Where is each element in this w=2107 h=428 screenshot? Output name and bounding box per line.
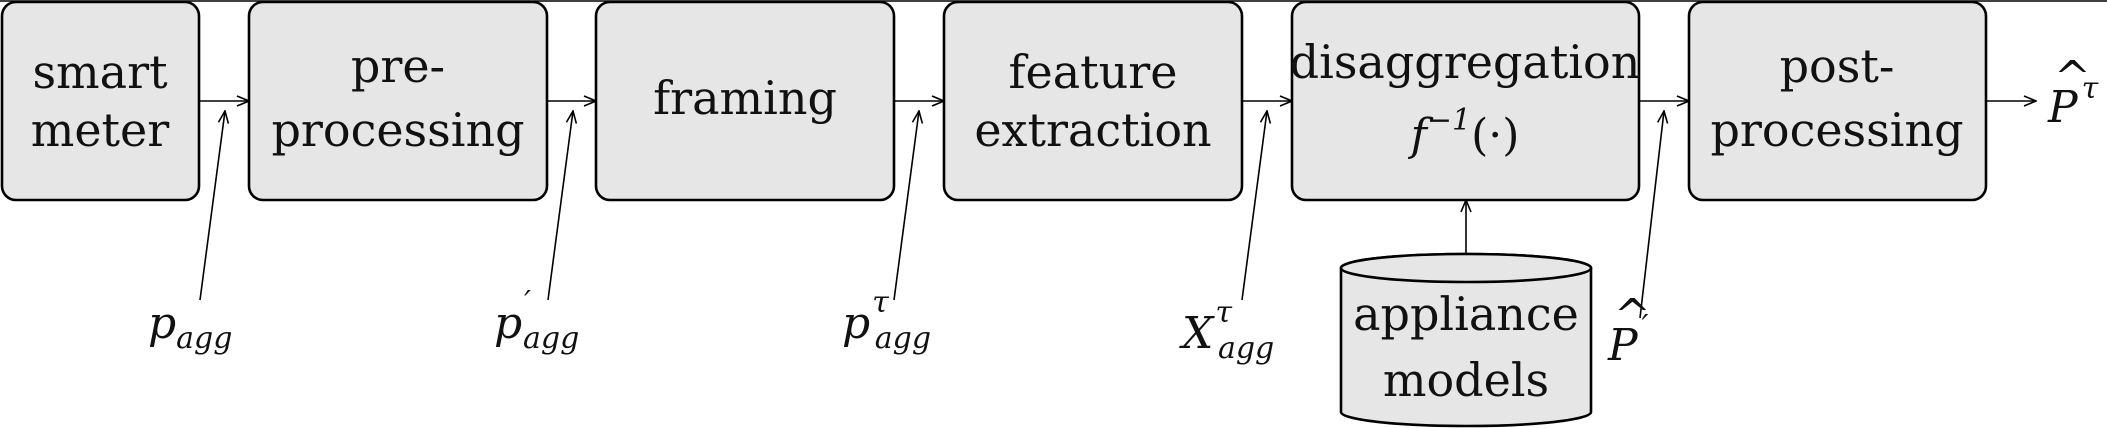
- disaggregation-line1: disaggregation: [1290, 35, 1641, 89]
- appliance-models-line2: models: [1383, 353, 1549, 407]
- svg-text:P′: P′: [1607, 309, 1649, 371]
- smart-meter-line1: smart: [32, 45, 168, 99]
- disaggregation-function: f−1(·): [1408, 103, 1520, 161]
- feature-extraction-line2: extraction: [974, 103, 1211, 157]
- label-p-agg-prime: p′agg: [494, 285, 579, 356]
- label-p-hat-prime: P′ ^: [1607, 290, 1651, 371]
- pointer-p-agg: [199, 111, 225, 301]
- pointer-x-agg-tau: [1241, 111, 1267, 301]
- appliance-models-database: appliance models: [1339, 252, 1593, 428]
- svg-text:^: ^: [2054, 52, 2091, 103]
- smart-meter-line2: meter: [31, 103, 170, 157]
- block-postprocessing: post- processing: [1687, 0, 1988, 202]
- postprocessing-line1: post-: [1780, 39, 1895, 93]
- feature-extraction-line1: feature: [1009, 45, 1178, 99]
- preprocessing-line1: pre-: [351, 39, 445, 93]
- block-framing: framing: [594, 0, 896, 202]
- appliance-models-line1: appliance: [1353, 287, 1579, 341]
- label-p-agg: pagg: [148, 298, 232, 356]
- block-smart-meter: smart meter: [0, 0, 201, 202]
- postprocessing-line2: processing: [1710, 103, 1963, 157]
- framing-label: framing: [653, 71, 837, 125]
- block-preprocessing: pre- processing: [247, 0, 549, 202]
- preprocessing-line2: processing: [271, 103, 524, 157]
- block-disaggregation: disaggregation f−1(·): [1290, 0, 1641, 202]
- pointer-p-hat-prime: [1639, 111, 1664, 319]
- svg-text:^: ^: [1614, 290, 1651, 341]
- block-feature-extraction: feature extraction: [942, 0, 1244, 202]
- pointer-p-agg-tau: [893, 111, 919, 301]
- svg-text:Pτ: Pτ: [2047, 71, 2099, 133]
- pointer-p-agg-prime: [547, 111, 573, 301]
